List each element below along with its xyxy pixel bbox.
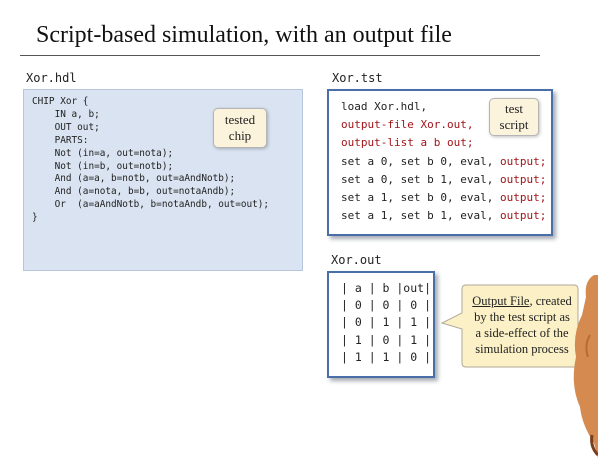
- code-line: }: [32, 212, 38, 224]
- callout-line: a side-effect of the: [475, 326, 569, 340]
- out-table: | a | b |out| | 0 | 0 | 0 | | 0 | 1 | 1 | |…: [341, 280, 431, 366]
- tst-code-panel: load Xor.hdl, output-file Xor.out, output-…: [327, 89, 553, 236]
- code-text: output;: [499, 191, 547, 205]
- code-line: Not (in=b, out=notb);: [32, 160, 174, 172]
- presenter-hand-icon: [573, 275, 598, 458]
- code-line: output-file Xor.out,: [341, 116, 546, 134]
- code-text: output;: [499, 172, 547, 186]
- hdl-code-panel: CHIP Xor { IN a, b; OUT out; PARTS: Not …: [23, 89, 303, 271]
- code-text: output-list a b out;: [341, 136, 474, 150]
- code-line: load Xor.hdl,: [341, 98, 546, 116]
- code-line: set a 1, set b 0, eval, output;: [341, 189, 546, 207]
- out-file-panel: | a | b |out| | 0 | 0 | 0 | | 0 | 1 | 1 | |…: [327, 271, 435, 378]
- hdl-code: CHIP Xor { IN a, b; OUT out; PARTS: Not …: [32, 96, 269, 225]
- code-line: And (a=a, b=notb, out=aAndNotb);: [32, 173, 236, 185]
- code-line: PARTS:: [32, 134, 89, 146]
- slide-title: Script-based simulation, with an output …: [36, 22, 452, 48]
- callout-line: simulation process: [475, 342, 569, 356]
- code-line: set a 0, set b 0, eval, output;: [341, 153, 546, 171]
- code-line: Or (a=aAndNotb, b=notaAndb, out=out);: [32, 199, 270, 211]
- test-script-note: test script: [489, 98, 539, 136]
- note-line: chip: [228, 128, 252, 143]
- table-row: | 1 | 1 | 0 |: [341, 349, 432, 364]
- code-text: output-file Xor.out,: [341, 118, 474, 132]
- code-line: And (a=nota, b=b, out=notaAndb);: [32, 186, 236, 198]
- callout-line: by the test script as: [474, 310, 570, 324]
- code-line: output-list a b out;: [341, 134, 546, 152]
- code-text: set a 1, set b 0, eval,: [341, 191, 500, 205]
- code-line: CHIP Xor {: [32, 96, 89, 107]
- note-line: test: [504, 101, 524, 116]
- output-file-callout: Output File, created by the test script …: [460, 293, 584, 357]
- code-line: OUT out;: [32, 121, 100, 133]
- table-row: | 1 | 0 | 1 |: [341, 332, 432, 347]
- code-text: output;: [499, 209, 547, 223]
- code-line: set a 1, set b 1, eval, output;: [341, 207, 546, 225]
- code-text: set a 1, set b 1, eval,: [341, 209, 500, 223]
- code-text: set a 0, set b 0, eval,: [341, 154, 500, 168]
- callout-title: Output File: [472, 294, 530, 308]
- table-row: | a | b |out|: [341, 281, 432, 295]
- table-row: | 0 | 1 | 1 |: [341, 315, 432, 330]
- title-divider: [20, 55, 540, 56]
- code-text: load Xor.hdl,: [341, 100, 428, 113]
- code-line: IN a, b;: [32, 108, 100, 120]
- hdl-filename: Xor.hdl: [26, 71, 77, 85]
- table-row: | 0 | 0 | 0 |: [341, 298, 432, 313]
- note-line: tested: [224, 112, 256, 127]
- code-text: output;: [499, 154, 547, 168]
- code-line: set a 0, set b 1, eval, output;: [341, 171, 546, 189]
- out-filename: Xor.out: [331, 253, 382, 267]
- callout-line: Output File, created: [460, 293, 584, 309]
- tst-filename: Xor.tst: [332, 71, 383, 85]
- callout-text: , created: [529, 294, 572, 308]
- tested-chip-note: tested chip: [213, 108, 267, 148]
- code-line: Not (in=a, out=nota);: [32, 147, 174, 159]
- tst-code: load Xor.hdl, output-file Xor.out, output-…: [341, 98, 546, 225]
- note-line: script: [499, 117, 529, 132]
- code-text: set a 0, set b 1, eval,: [341, 172, 500, 186]
